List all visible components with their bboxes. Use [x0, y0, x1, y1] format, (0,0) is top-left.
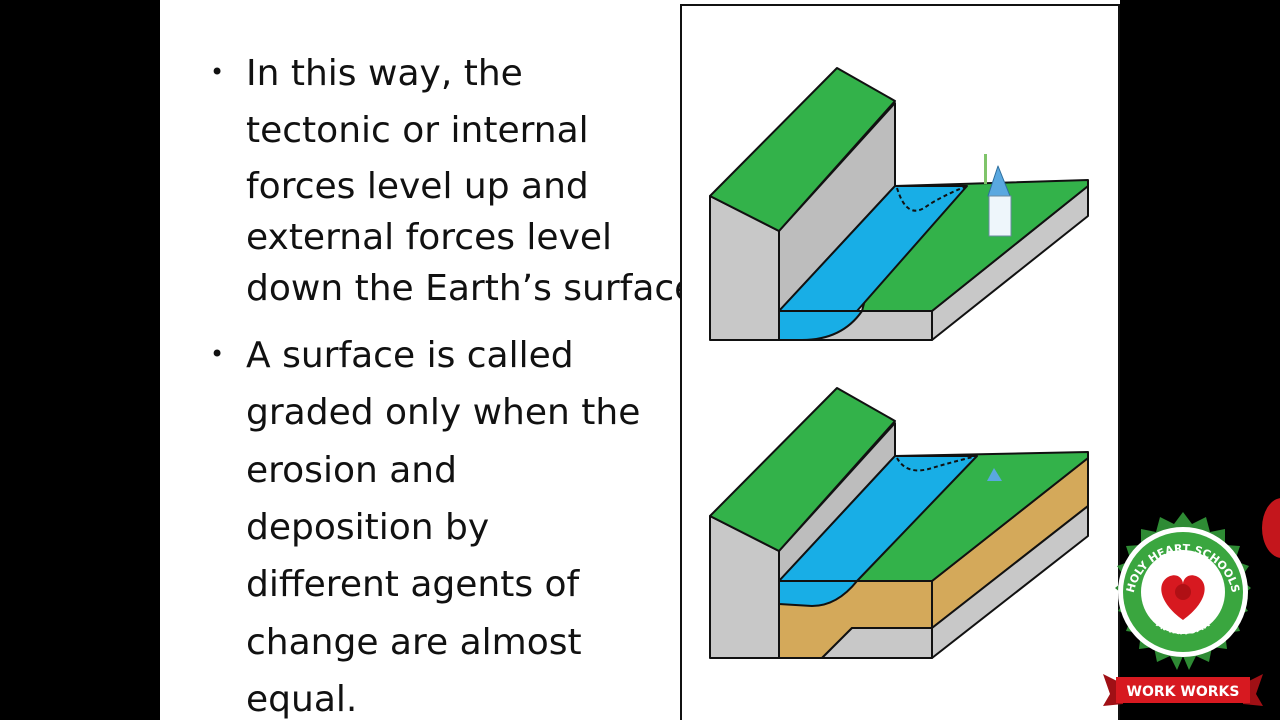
bullet-1-line-2: tectonic or internal — [246, 110, 589, 151]
bullet-1-line-4: external forces level — [246, 217, 613, 258]
bullet-1-line-5: down the Earth’s surface — [246, 268, 697, 309]
bullet-marker: • — [210, 340, 225, 368]
red-circle-decoration — [1262, 498, 1280, 558]
bullet-marker: • — [210, 58, 225, 86]
landform-figure — [680, 4, 1120, 720]
slide: • In this way, the tectonic or internal … — [160, 0, 1120, 720]
bullet-2-line-7: equal. — [246, 679, 358, 720]
bullet-2-line-3: erosion and — [246, 450, 457, 491]
bullet-2-line-4: deposition by — [246, 507, 490, 548]
bullet-1-line-3: forces level up and — [246, 166, 589, 207]
bullet-2-line-2: graded only when the — [246, 392, 641, 433]
bullet-2-line-1: A surface is called — [246, 335, 574, 376]
valley-diagram-bottom — [709, 387, 1089, 659]
school-logo: HOLY HEART SCHOOLS AMRITSAR WORK WORKS — [1098, 512, 1268, 712]
bullet-2-line-5: different agents of — [246, 564, 580, 605]
bullet-1-line-1: In this way, the — [246, 53, 523, 94]
river-valley-diagrams — [709, 67, 1089, 659]
ribbon-text: WORK WORKS — [1127, 684, 1240, 700]
valley-diagram-top — [709, 67, 1089, 341]
bullet-2-line-6: change are almost — [246, 622, 582, 663]
